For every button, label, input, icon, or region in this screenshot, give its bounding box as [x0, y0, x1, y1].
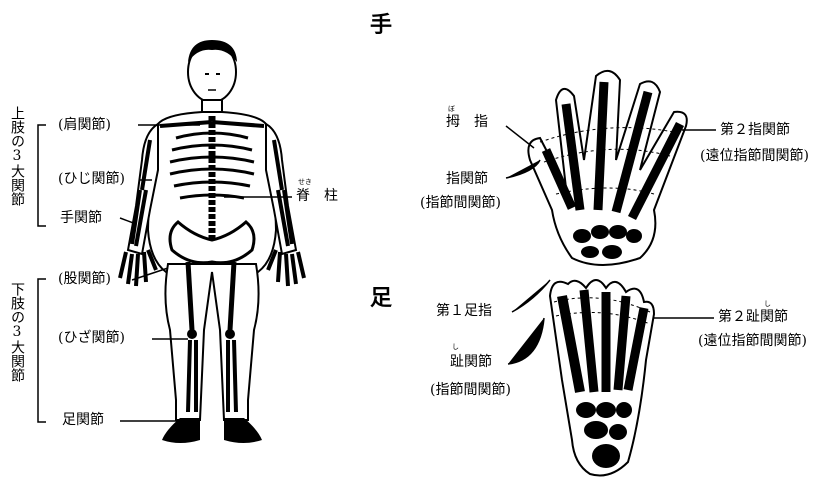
thumb-label: 拇 指 — [446, 115, 488, 129]
ankle-joint-label: 足関節 — [62, 413, 104, 427]
spine-ruby: せき — [298, 179, 312, 186]
spine-label: 脊 柱 — [296, 189, 338, 203]
second-toe-joint-ruby: し — [764, 301, 771, 308]
second-toe-joint-sub-label: (遠位指節間関節) — [698, 334, 807, 348]
elbow-joint-label: (ひじ関節) — [58, 172, 125, 186]
upper-limb-group-label: 上肢の3大関節 — [10, 106, 24, 246]
finger-joint-sub-label: (指節間関節) — [420, 196, 501, 210]
lower-limb-group-label: 下肢の3大関節 — [10, 282, 24, 422]
second-toe-joint-label: 第２趾関節 — [718, 310, 788, 324]
shoulder-joint-label: (肩関節) — [58, 118, 111, 132]
second-finger-joint-label: 第２指関節 — [720, 123, 790, 137]
wrist-joint-label: 手関節 — [60, 211, 102, 225]
second-finger-joint-sub-label: (遠位指節間関節) — [700, 149, 809, 163]
finger-joint-label: 指関節 — [446, 172, 488, 186]
foot-title: 足 — [370, 287, 392, 309]
knee-joint-label: (ひざ関節) — [58, 331, 125, 345]
toe-joint-sub-label: (指節間関節) — [430, 383, 511, 397]
hip-joint-label: (股関節) — [58, 272, 111, 286]
thumb-ruby: ぼ — [448, 106, 455, 113]
hand-title: 手 — [370, 14, 392, 36]
toe-joint-ruby: し — [452, 344, 459, 351]
toe-joint-label: 趾関節 — [450, 355, 492, 369]
first-toe-label: 第１足指 — [436, 304, 492, 318]
